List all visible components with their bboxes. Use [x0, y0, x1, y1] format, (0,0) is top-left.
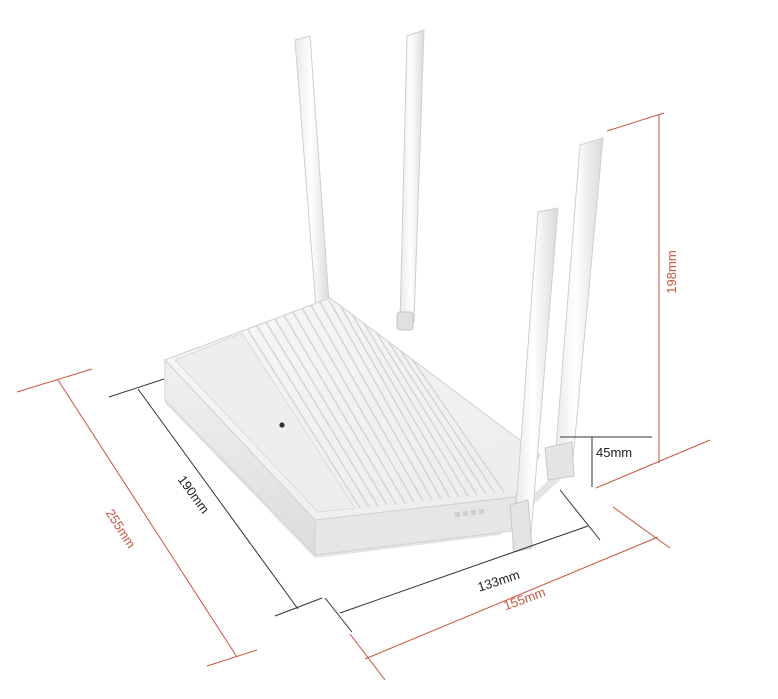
led-indicator	[279, 422, 285, 428]
base-height-label: 45mm	[596, 445, 632, 460]
width-inner-label: 133mm	[476, 567, 522, 595]
total-height-label: 198mm	[664, 250, 679, 293]
depth-inner-label: 190mm	[175, 472, 213, 516]
dimension-depth-outer	[16, 368, 258, 667]
dimension-total-height	[595, 112, 711, 489]
antenna-front-left	[509, 207, 559, 553]
depth-outer-label: 255mm	[103, 506, 139, 551]
dimension-depth-inner	[108, 378, 323, 617]
dimension-width-inner	[324, 489, 601, 633]
router-image	[164, 29, 604, 558]
vent-grille	[247, 299, 505, 509]
dimension-width-outer	[349, 506, 671, 681]
antenna-front-right	[544, 137, 604, 481]
width-outer-label: 155mm	[502, 584, 548, 613]
antenna-back-left	[294, 35, 331, 325]
antenna-back-right	[396, 29, 425, 331]
router-ports	[455, 509, 484, 517]
dimension-base-height	[560, 436, 652, 487]
